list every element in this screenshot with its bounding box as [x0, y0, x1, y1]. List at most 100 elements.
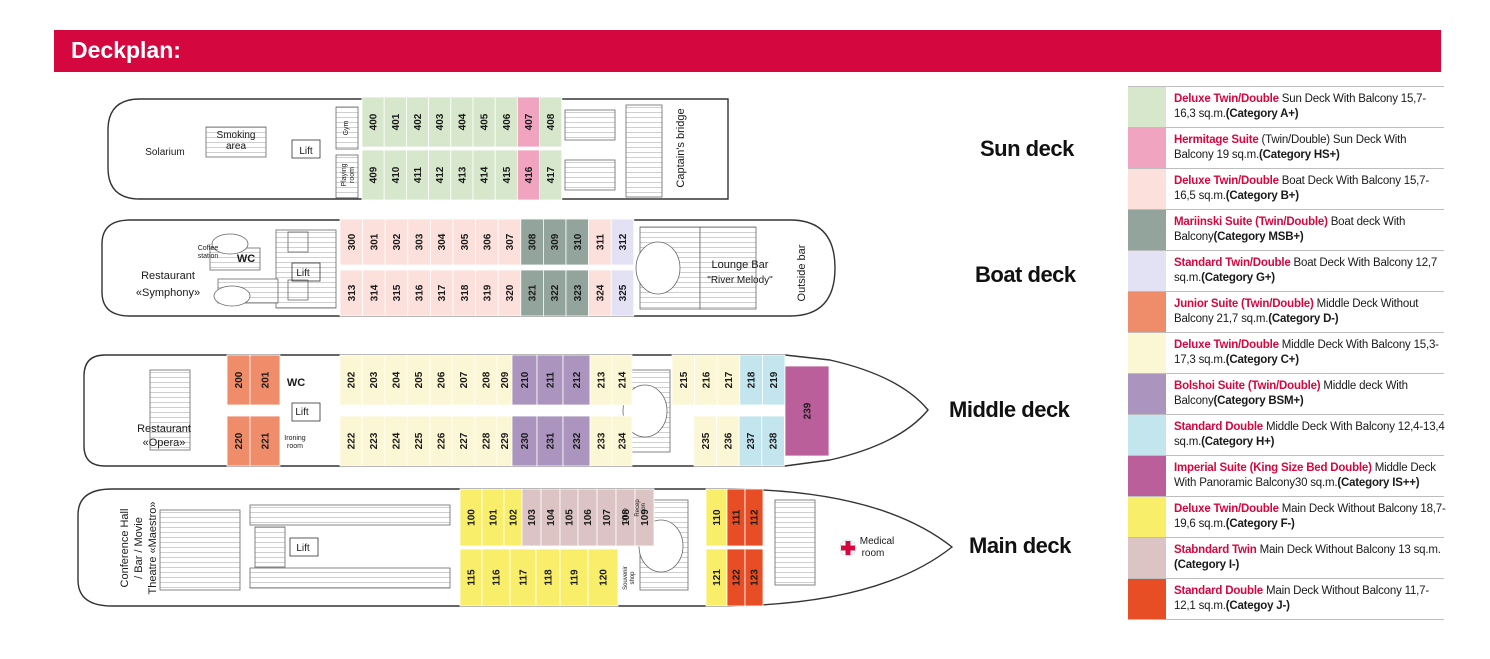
- cabin-211[interactable]: 211: [536, 354, 564, 406]
- cabin-303[interactable]: 303: [407, 218, 431, 266]
- cabin-304[interactable]: 304: [429, 218, 454, 266]
- cabin-309[interactable]: 309: [543, 218, 567, 266]
- cabin-222[interactable]: 222: [339, 415, 363, 467]
- cabin-301[interactable]: 301: [362, 218, 386, 266]
- cabin-210[interactable]: 210: [511, 354, 538, 406]
- cabin-322[interactable]: 322: [543, 269, 567, 317]
- cabin-100[interactable]: 100: [459, 488, 483, 547]
- cabin-112[interactable]: 112: [744, 488, 764, 547]
- cabin-104[interactable]: 104: [540, 488, 561, 547]
- cabin-203[interactable]: 203: [361, 354, 386, 406]
- cabin-238[interactable]: 238: [761, 415, 785, 467]
- cabin-412[interactable]: 412: [428, 149, 452, 201]
- cabin-307[interactable]: 307: [497, 218, 522, 266]
- cabin-229[interactable]: 229: [496, 415, 513, 467]
- cabin-122[interactable]: 122: [726, 548, 746, 607]
- cabin-120[interactable]: 120: [587, 548, 619, 607]
- cabin-206[interactable]: 206: [429, 354, 453, 406]
- cabin-205[interactable]: 205: [406, 354, 431, 406]
- cabin-316[interactable]: 316: [407, 269, 431, 317]
- cabin-201[interactable]: 201: [249, 354, 281, 406]
- cabin-109[interactable]: 109: [634, 488, 655, 547]
- cabin-101[interactable]: 101: [481, 488, 505, 547]
- cabin-214[interactable]: 214: [611, 354, 633, 406]
- cabin-305[interactable]: 305: [452, 218, 477, 266]
- cabin-213[interactable]: 213: [589, 354, 613, 406]
- cabin-310[interactable]: 310: [565, 218, 590, 266]
- cabin-306[interactable]: 306: [475, 218, 499, 266]
- cabin-102[interactable]: 102: [503, 488, 523, 547]
- cabin-202[interactable]: 202: [339, 354, 363, 406]
- cabin-314[interactable]: 314: [362, 269, 386, 317]
- cabin-217[interactable]: 217: [716, 354, 741, 406]
- cabin-320[interactable]: 320: [497, 269, 522, 317]
- cabin-417[interactable]: 417: [539, 149, 563, 201]
- cabin-204[interactable]: 204: [384, 354, 408, 406]
- cabin-225[interactable]: 225: [406, 415, 431, 467]
- cabin-220[interactable]: 220: [226, 415, 251, 467]
- cabin-411[interactable]: 411: [405, 149, 429, 201]
- cabin-200[interactable]: 200: [226, 354, 251, 406]
- cabin-236[interactable]: 236: [716, 415, 740, 467]
- cabin-319[interactable]: 319: [475, 269, 499, 317]
- cabin-308[interactable]: 308: [520, 218, 544, 266]
- cabin-218[interactable]: 218: [739, 354, 763, 406]
- cabin-324[interactable]: 324: [588, 269, 612, 317]
- cabin-106[interactable]: 106: [577, 488, 598, 547]
- cabin-235[interactable]: 235: [693, 415, 718, 467]
- cabin-221[interactable]: 221: [249, 415, 281, 467]
- cabin-414[interactable]: 414: [472, 149, 496, 201]
- cabin-224[interactable]: 224: [384, 415, 408, 467]
- cabin-105[interactable]: 105: [559, 488, 579, 547]
- cabin-230[interactable]: 230: [511, 415, 538, 467]
- cabin-317[interactable]: 317: [429, 269, 454, 317]
- cabin-404[interactable]: 404: [450, 96, 474, 148]
- cabin-118[interactable]: 118: [535, 548, 561, 607]
- cabin-325[interactable]: 325: [610, 269, 635, 317]
- cabin-407[interactable]: 407: [517, 96, 541, 148]
- cabin-415[interactable]: 415: [494, 149, 518, 201]
- cabin-321[interactable]: 321: [520, 269, 544, 317]
- cabin-315[interactable]: 315: [384, 269, 409, 317]
- cabin-123[interactable]: 123: [744, 548, 764, 607]
- cabin-232[interactable]: 232: [562, 415, 591, 467]
- cabin-237[interactable]: 237: [738, 415, 763, 467]
- cabin-402[interactable]: 402: [405, 96, 429, 148]
- cabin-231[interactable]: 231: [536, 415, 564, 467]
- cabin-302[interactable]: 302: [384, 218, 409, 266]
- cabin-110[interactable]: 110: [705, 488, 728, 547]
- cabin-400[interactable]: 400: [361, 96, 385, 148]
- cabin-311[interactable]: 311: [588, 218, 612, 266]
- cabin-219[interactable]: 219: [762, 354, 786, 406]
- cabin-119[interactable]: 119: [559, 548, 589, 607]
- cabin-239[interactable]: 239: [784, 365, 830, 457]
- cabin-312[interactable]: 312: [610, 218, 635, 266]
- cabin-207[interactable]: 207: [451, 354, 476, 406]
- cabin-413[interactable]: 413: [450, 149, 474, 201]
- cabin-103[interactable]: 103: [521, 488, 542, 547]
- cabin-227[interactable]: 227: [451, 415, 476, 467]
- cabin-208[interactable]: 208: [474, 354, 498, 406]
- cabin-405[interactable]: 405: [472, 96, 496, 148]
- cabin-313[interactable]: 313: [339, 269, 364, 317]
- cabin-226[interactable]: 226: [429, 415, 453, 467]
- cabin-408[interactable]: 408: [539, 96, 563, 148]
- cabin-416[interactable]: 416: [517, 149, 541, 201]
- cabin-403[interactable]: 403: [428, 96, 452, 148]
- cabin-121[interactable]: 121: [705, 548, 728, 607]
- cabin-300[interactable]: 300: [339, 218, 364, 266]
- cabin-410[interactable]: 410: [383, 149, 407, 201]
- cabin-117[interactable]: 117: [509, 548, 537, 607]
- cabin-216[interactable]: 216: [694, 354, 718, 406]
- cabin-223[interactable]: 223: [361, 415, 386, 467]
- cabin-215[interactable]: 215: [671, 354, 696, 406]
- cabin-406[interactable]: 406: [494, 96, 518, 148]
- cabin-228[interactable]: 228: [474, 415, 498, 467]
- cabin-107[interactable]: 107: [596, 488, 617, 547]
- cabin-115[interactable]: 115: [459, 548, 483, 607]
- cabin-233[interactable]: 233: [589, 415, 613, 467]
- cabin-401[interactable]: 401: [383, 96, 407, 148]
- cabin-116[interactable]: 116: [481, 548, 511, 607]
- cabin-212[interactable]: 212: [562, 354, 591, 406]
- cabin-318[interactable]: 318: [452, 269, 477, 317]
